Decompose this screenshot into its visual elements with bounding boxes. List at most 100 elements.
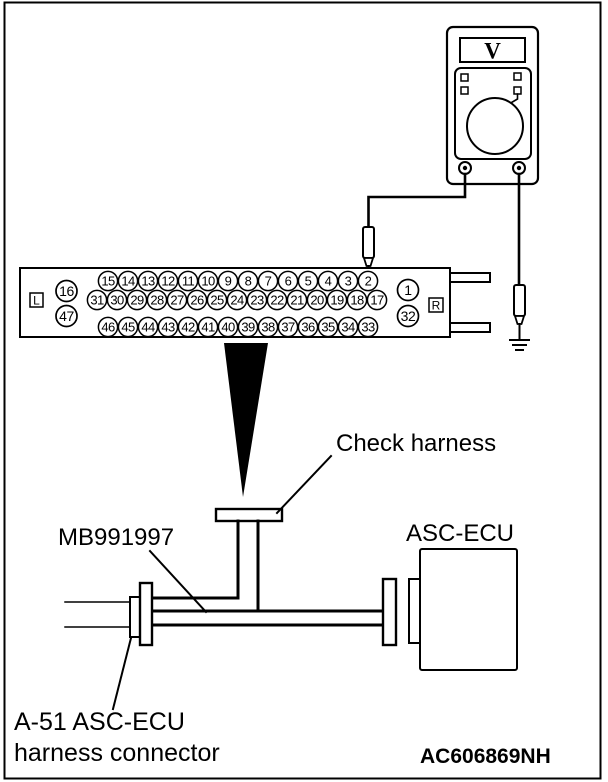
pin-circle <box>106 289 128 311</box>
harness-connector-flange <box>138 581 154 647</box>
connector-pin: 26 <box>186 289 208 311</box>
pin-circle <box>166 289 188 311</box>
pin-number: 38 <box>261 320 275 335</box>
pin-circle <box>206 289 228 311</box>
connector-pin: 6 <box>277 270 299 292</box>
connector-pin: 11 <box>177 270 199 292</box>
connector-tab-top <box>449 272 491 283</box>
pin-circle <box>326 289 348 311</box>
pin-circle <box>217 270 239 292</box>
pin-number: 9 <box>225 274 232 289</box>
connector-pin: 42 <box>177 316 199 338</box>
dial-icon <box>466 97 524 155</box>
pin-number: 12 <box>161 274 175 289</box>
pin-number: 8 <box>245 274 252 289</box>
check-harness-label: Check harness <box>336 430 496 457</box>
check-harness-terminal-bar <box>214 507 284 523</box>
pin-number: 3 <box>345 274 352 289</box>
pin-number: 29 <box>130 293 144 308</box>
pin-circle <box>317 270 339 292</box>
pin-number: 19 <box>330 293 344 308</box>
pin-number: 11 <box>182 274 195 289</box>
pin-circle <box>317 316 339 338</box>
pin-number: 15 <box>101 274 115 289</box>
ecu-body <box>419 548 518 671</box>
connector-pin: 25 <box>206 289 228 311</box>
pin-circle <box>137 316 159 338</box>
pin-circle <box>306 289 328 311</box>
pin-circle <box>137 270 159 292</box>
test-lead-to-pin <box>362 172 467 274</box>
indicator-square-icon <box>513 72 522 81</box>
connector-pin: 7 <box>257 270 279 292</box>
connector-pin: 45 <box>117 316 139 338</box>
pin-circle <box>277 270 299 292</box>
pin-number: 35 <box>321 320 335 335</box>
right-side-marker: R <box>432 299 441 313</box>
asc-ecu <box>408 548 518 671</box>
pin-circle <box>177 316 199 338</box>
connector-pin: 21 <box>286 289 308 311</box>
pin-circle <box>117 270 139 292</box>
pin-circle <box>337 316 359 338</box>
connector-pin: 2 <box>357 270 379 292</box>
connector-pin: 10 <box>197 270 219 292</box>
connector-pin: 28 <box>146 289 168 311</box>
connector-pin: 23 <box>246 289 268 311</box>
voltmeter-unit-window <box>459 37 526 63</box>
pin-number: 44 <box>141 320 155 335</box>
figure-code: AC606869NH <box>420 745 551 768</box>
pin-number: 7 <box>265 274 272 289</box>
tool-ecu-side-flange <box>381 577 398 647</box>
pin-circle <box>86 289 108 311</box>
connector-pin: 30 <box>106 289 128 311</box>
pin-number: 30 <box>110 293 124 308</box>
pin-number: 21 <box>290 293 304 308</box>
pin-number: 28 <box>150 293 164 308</box>
figure-border <box>3 1 602 780</box>
test-lead-to-ground <box>509 172 530 351</box>
pin-circle <box>197 316 219 338</box>
pin-number: 2 <box>365 274 372 289</box>
pin-number: 4 <box>325 274 332 289</box>
ecu-label: ASC-ECU <box>406 520 514 547</box>
connector-pin: 38 <box>257 316 279 338</box>
pin-circle <box>55 304 78 328</box>
pin-circle <box>186 289 208 311</box>
pin-number: 20 <box>310 293 324 308</box>
pin-circle <box>226 289 248 311</box>
harness-connector-body <box>129 596 141 638</box>
pin-circle <box>146 289 168 311</box>
connector-pin: 18 <box>346 289 368 311</box>
pin-number: 46 <box>101 320 115 335</box>
pin-number: 47 <box>59 308 74 324</box>
test-probe-body <box>362 226 375 259</box>
pin-number: 43 <box>161 320 175 335</box>
pin-number: 14 <box>121 274 135 289</box>
connector-pin: 3 <box>337 270 359 292</box>
pin-circle <box>157 270 179 292</box>
pin-number: 36 <box>301 320 315 335</box>
connector-pin: 19 <box>326 289 348 311</box>
pin-circle <box>55 279 78 303</box>
check-harness-leader <box>275 454 333 515</box>
pin-number: 32 <box>401 308 416 324</box>
pin-circle <box>246 289 268 311</box>
dial-pointer-line <box>507 93 519 106</box>
connector-pin: 22 <box>266 289 288 311</box>
test-probe-body <box>513 284 526 317</box>
indicator-square-icon <box>513 86 522 95</box>
indicator-square-icon <box>460 73 469 82</box>
pin-number: 45 <box>121 320 135 335</box>
connector-pin: 15 <box>97 270 119 292</box>
connector-pin: 17 <box>366 289 388 311</box>
voltmeter: V <box>445 25 540 186</box>
view-direction-pointer <box>224 343 268 497</box>
connector-pin: 27 <box>166 289 188 311</box>
test-lead-wire <box>367 172 467 229</box>
pin-circle <box>357 270 379 292</box>
indicator-square-icon <box>460 86 469 95</box>
pin-circle <box>126 289 148 311</box>
